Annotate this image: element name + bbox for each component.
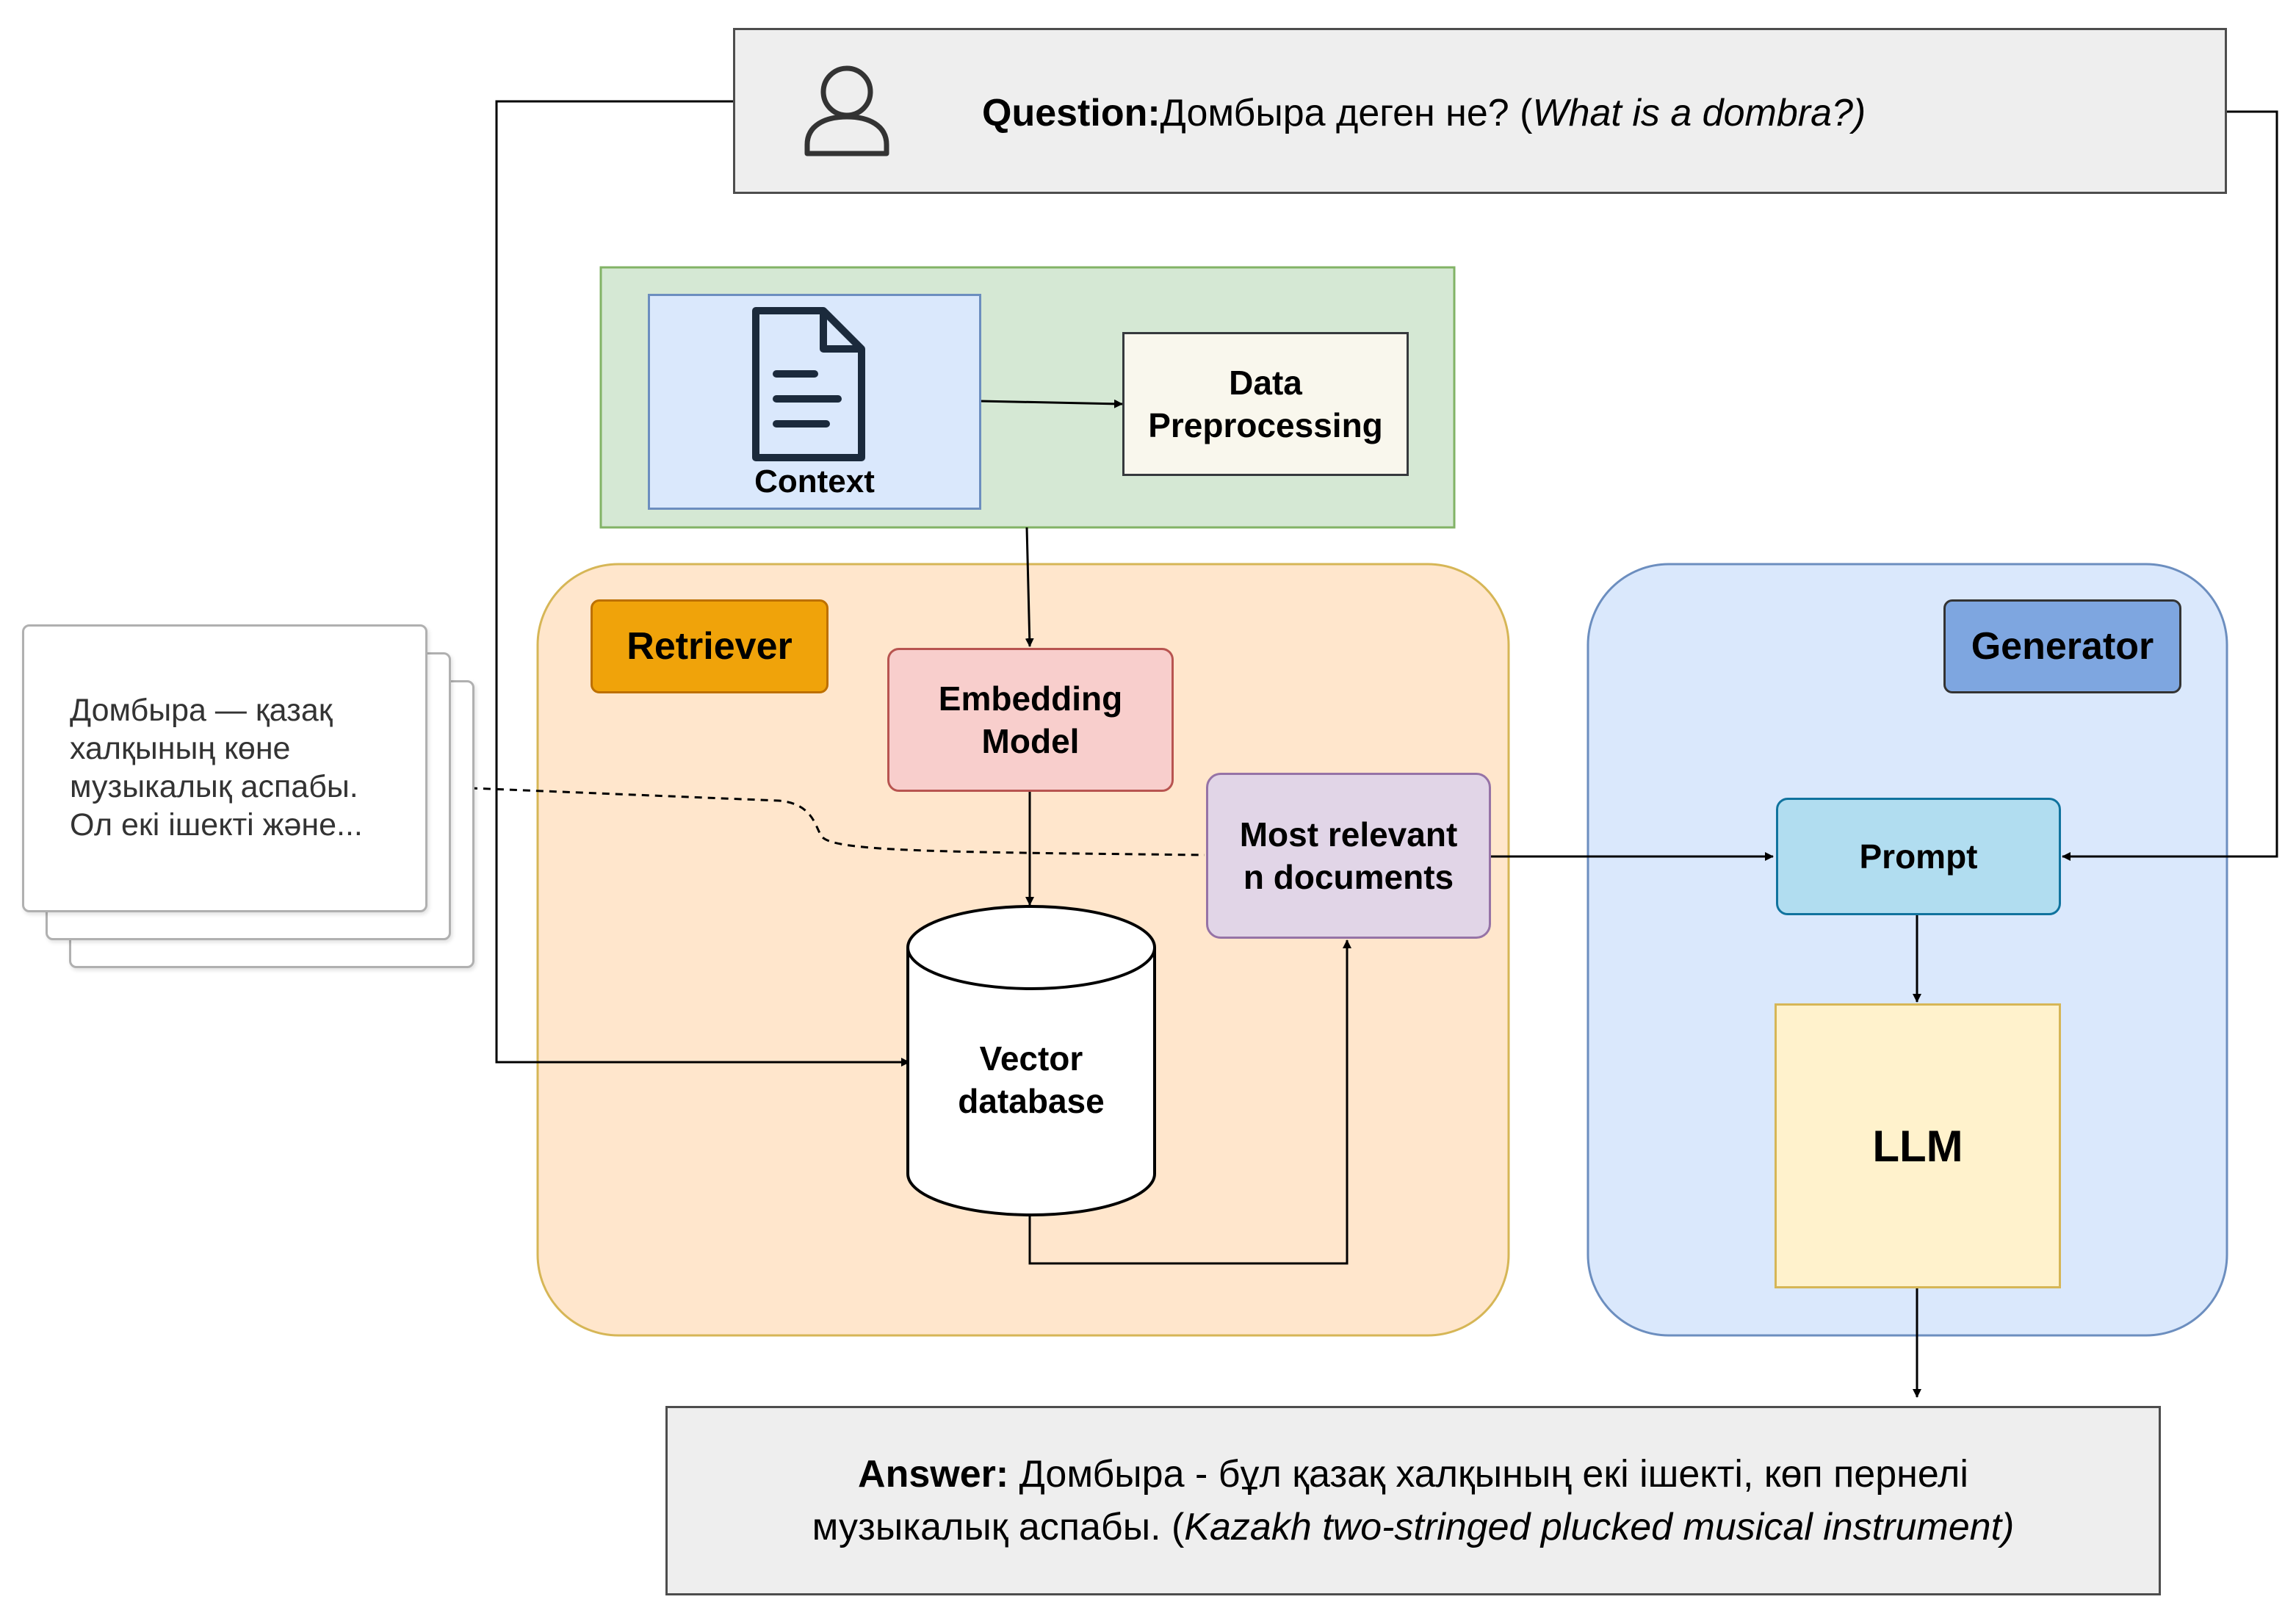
database-line1: Vector xyxy=(979,1039,1083,1078)
document-icon xyxy=(750,306,867,466)
document-line-4: Ол екі ішекті және... xyxy=(70,807,363,843)
question-to-prompt-arrow xyxy=(2062,110,2278,861)
preprocessing-line1: Data xyxy=(1229,364,1302,402)
answer-line1: Answer: Домбыра - бұл қазақ халқының екі… xyxy=(858,1448,1968,1501)
question-box: Question: Домбыра деген не? (What is a d… xyxy=(733,28,2227,194)
answer-box: Answer: Домбыра - бұл қазақ халқының екі… xyxy=(665,1406,2161,1595)
data-preprocessing-box: Data Preprocessing xyxy=(1122,332,1409,476)
context-box: Context xyxy=(648,294,981,510)
answer-translation: Kazakh two-stringed plucked musical inst… xyxy=(1184,1506,2015,1548)
answer-line2: музыкалық аспабы. (Kazakh two-stringed p… xyxy=(812,1501,2015,1554)
question-text: Question: Домбыра деген не? (What is a d… xyxy=(982,30,1866,196)
vector-database-cylinder xyxy=(906,905,1156,1216)
database-to-relevant-arrow xyxy=(1028,939,1351,1265)
question-translation: What is a dombra?) xyxy=(1532,92,1866,134)
preprocessing-line2: Preprocessing xyxy=(1148,406,1383,444)
embedding-model-box: Embedding Model xyxy=(887,648,1174,792)
document-line-3: музыкалық аспабы. xyxy=(70,769,358,804)
answer-label: Answer: xyxy=(858,1453,1009,1496)
vector-database-label: Vector database xyxy=(908,1028,1155,1131)
generator-label: Generator xyxy=(1943,599,2181,693)
most-relevant-box: Most relevant n documents xyxy=(1206,773,1491,939)
llm-label: LLM xyxy=(1872,1121,1963,1171)
prompt-label: Prompt xyxy=(1859,837,1978,876)
document-card-front: Домбыра — қазақ халқының көне музыкалық … xyxy=(22,624,427,912)
question-body: Домбыра деген не? ( xyxy=(1160,92,1533,134)
llm-box: LLM xyxy=(1775,1003,2061,1288)
answer-text-2: музыкалық аспабы. ( xyxy=(812,1506,1185,1548)
generator-group xyxy=(1586,563,2228,1337)
database-line2: database xyxy=(958,1082,1105,1120)
context-label: Context xyxy=(754,463,875,499)
context-to-preprocessing-arrow xyxy=(979,399,1123,408)
retriever-label: Retriever xyxy=(591,599,828,693)
context-to-embedding-arrow xyxy=(1025,527,1034,647)
relevant-line2: n documents xyxy=(1243,858,1454,896)
question-label: Question: xyxy=(982,92,1160,134)
question-to-database-arrow xyxy=(495,100,910,1067)
answer-text-1: Домбыра - бұл қазақ халқының екі ішекті,… xyxy=(1008,1453,1968,1496)
document-line-2: халқының көне xyxy=(70,731,291,766)
embedding-line1: Embedding xyxy=(938,679,1123,718)
embedding-line2: Model xyxy=(981,722,1080,760)
prompt-box: Prompt xyxy=(1776,798,2061,915)
user-icon xyxy=(803,62,891,158)
document-line-1: Домбыра — қазақ xyxy=(70,693,333,728)
documents-dashed-link xyxy=(416,784,1205,856)
relevant-line1: Most relevant xyxy=(1239,815,1458,854)
